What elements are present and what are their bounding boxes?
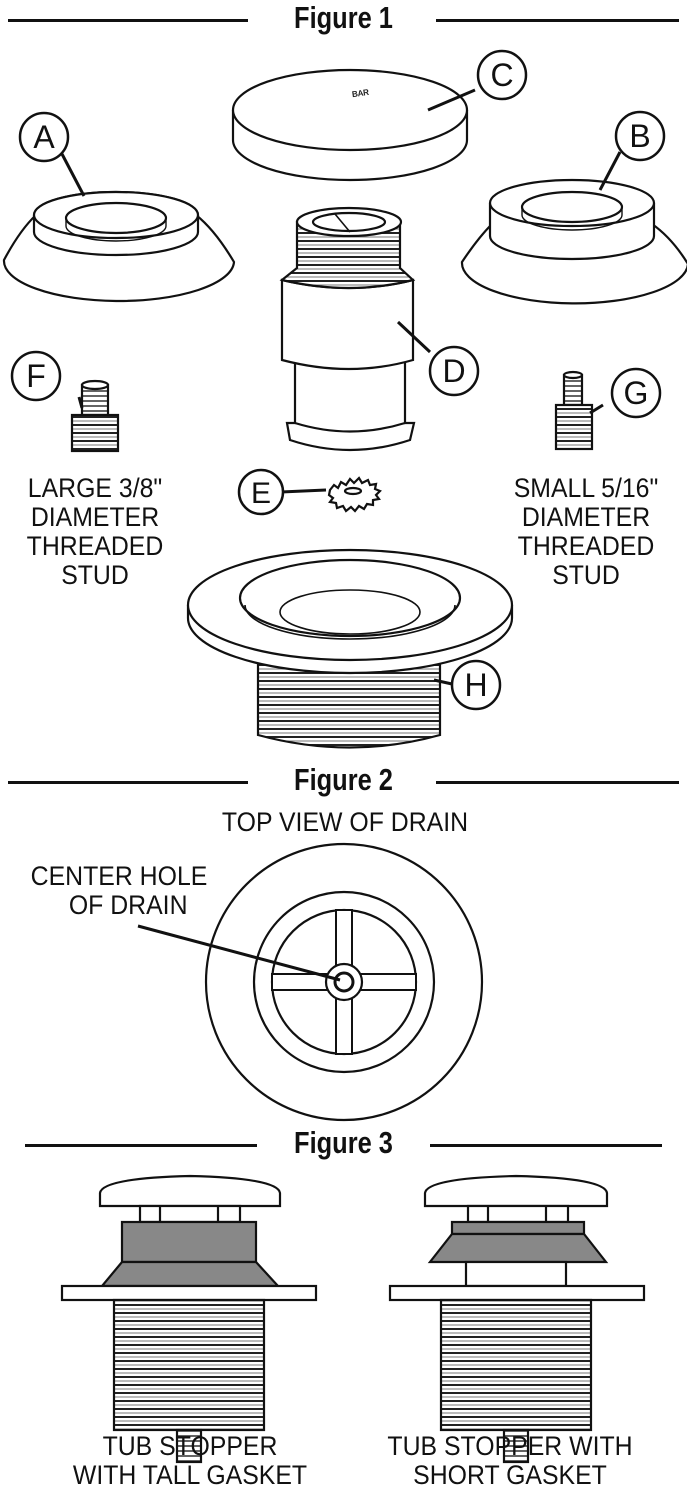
figure2-rule-right	[436, 781, 679, 784]
small-stud-line-2: DIAMETER	[521, 502, 651, 532]
callout-g: G	[624, 375, 649, 411]
center-hole-leader	[137, 924, 341, 982]
small-stud-line-3: THREADED	[517, 531, 655, 561]
body-part-d	[279, 206, 416, 452]
center-hole-line-1: CENTER HOLE	[30, 861, 208, 891]
flange-part-a	[2, 190, 236, 303]
figure1-rule-right	[436, 19, 679, 22]
small-stud-line-1: SMALL 5/16"	[513, 473, 659, 503]
large-stud-line-1: LARGE 3/8"	[27, 473, 163, 503]
small-stud-line-4: STUD	[552, 560, 620, 590]
callout-f: F	[26, 358, 46, 394]
drain-part-h	[186, 548, 514, 749]
drain-top-view	[204, 842, 484, 1122]
tall-gasket-line-1: TUB STOPPER	[102, 1431, 278, 1461]
short-gasket-line-2: SHORT GASKET	[413, 1460, 607, 1490]
washer-part-e	[327, 476, 382, 513]
figure3-rule-right	[430, 1144, 662, 1147]
figure1-title: Figure 1	[294, 0, 393, 35]
center-hole-label: CENTER HOLE OF DRAIN	[13, 862, 225, 920]
large-stud-label: LARGE 3/8" DIAMETER THREADED STUD	[8, 474, 183, 590]
figure2-title: Figure 2	[294, 762, 393, 797]
flange-part-b	[460, 178, 687, 305]
callout-a: A	[33, 119, 55, 155]
tall-gasket-line-2: WITH TALL GASKET	[72, 1460, 308, 1490]
callout-e: E	[251, 477, 271, 510]
short-gasket-label: TUB STOPPER WITH SHORT GASKET	[363, 1432, 657, 1490]
callout-c: C	[490, 57, 513, 93]
cap-part-c: ᴮᴬᴿ	[231, 68, 469, 182]
center-hole-line-2: OF DRAIN	[68, 890, 188, 920]
small-stud-label: SMALL 5/16" DIAMETER THREADED STUD	[496, 474, 676, 590]
large-stud-line-4: STUD	[61, 560, 129, 590]
callout-b: B	[629, 118, 650, 154]
figure2-rule-left	[8, 781, 248, 784]
stopper-short-gasket	[388, 1174, 646, 1464]
stud-part-f	[70, 379, 120, 453]
figure3-title: Figure 3	[294, 1125, 393, 1160]
svg-text:ᴮᴬᴿ: ᴮᴬᴿ	[351, 87, 370, 103]
callout-h: H	[464, 667, 487, 703]
tall-gasket-label: TUB STOPPER WITH TALL GASKET	[61, 1432, 319, 1490]
large-stud-line-3: THREADED	[26, 531, 164, 561]
large-stud-line-2: DIAMETER	[30, 502, 160, 532]
stud-part-g	[554, 370, 594, 451]
callout-d: D	[442, 353, 465, 389]
figure1-rule-left	[8, 19, 248, 22]
figure3-rule-left	[25, 1144, 257, 1147]
figure2-subtitle: TOP VIEW OF DRAIN	[221, 807, 469, 837]
short-gasket-line-1: TUB STOPPER WITH	[387, 1431, 633, 1461]
stopper-tall-gasket	[60, 1174, 318, 1464]
